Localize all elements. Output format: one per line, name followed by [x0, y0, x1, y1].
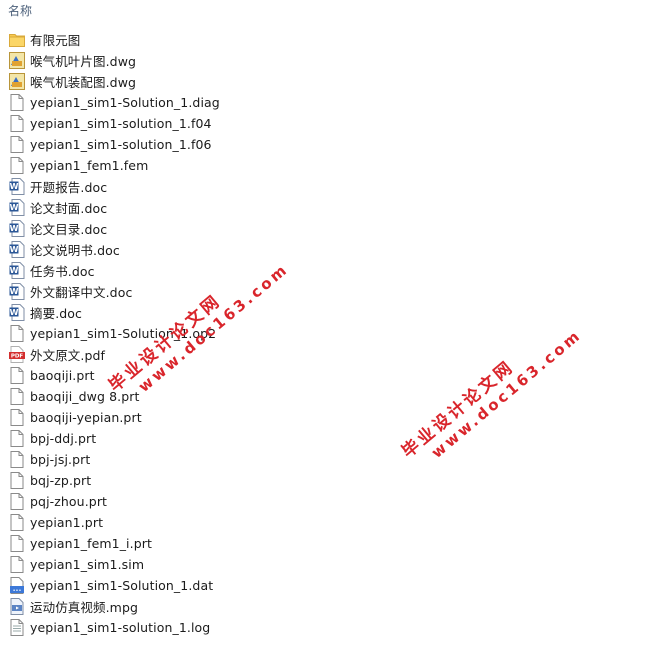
file-name: yepian1_sim1-solution_1.f04 — [30, 116, 212, 131]
folder-icon — [9, 31, 25, 49]
file-row[interactable]: 有限元图 — [8, 29, 428, 50]
svg-text:W: W — [10, 287, 19, 296]
pdf-file-icon: PDF — [9, 346, 25, 364]
blank-file-icon — [9, 157, 25, 175]
file-row[interactable]: yepian1_sim1-Solution_1.diag — [8, 92, 428, 113]
blank-file-icon — [9, 493, 25, 511]
file-name: 喉气机叶片图.dwg — [30, 54, 137, 69]
blank-file-icon — [9, 514, 25, 532]
file-row[interactable]: yepian1_sim1-solution_1.f04 — [8, 113, 428, 134]
word-doc-icon: W — [9, 199, 25, 217]
file-row[interactable]: baoqiji.prt — [8, 365, 428, 386]
file-name: 论文封面.doc — [30, 201, 108, 216]
file-name: yepian1_sim1-Solution_1.diag — [30, 95, 220, 110]
file-row[interactable]: W 摘要.doc — [8, 302, 428, 323]
column-header-name[interactable]: 名称 — [8, 1, 32, 21]
word-doc-icon: W — [9, 304, 25, 322]
svg-text:W: W — [10, 203, 19, 212]
svg-text:W: W — [10, 308, 19, 317]
file-name: bqj-zp.prt — [30, 473, 92, 488]
word-doc-icon: W — [9, 178, 25, 196]
file-row[interactable]: yepian1.prt — [8, 512, 428, 533]
file-name: 喉气机装配图.dwg — [30, 75, 137, 90]
file-row[interactable]: yepian1_sim1-Solution_1.op2 — [8, 323, 428, 344]
blank-file-icon — [9, 535, 25, 553]
file-row[interactable]: W 外文翻译中文.doc — [8, 281, 428, 302]
svg-text:W: W — [10, 182, 19, 191]
file-name: baoqiji_dwg 8.prt — [30, 389, 140, 404]
svg-text:•••: ••• — [13, 588, 22, 594]
file-name: 运动仿真视频.mpg — [30, 600, 139, 615]
file-name: 任务书.doc — [30, 264, 95, 279]
file-row[interactable]: baoqiji-yepian.prt — [8, 407, 428, 428]
svg-text:W: W — [10, 266, 19, 275]
word-doc-icon: W — [9, 220, 25, 238]
file-row[interactable]: bqj-zp.prt — [8, 470, 428, 491]
file-name: yepian1_sim1-solution_1.log — [30, 620, 211, 635]
file-name: yepian1.prt — [30, 515, 104, 530]
file-row[interactable]: 运动仿真视频.mpg — [8, 596, 428, 617]
blank-file-icon — [9, 136, 25, 154]
log-file-icon — [9, 619, 25, 637]
dat-file-icon: ••• — [9, 577, 25, 595]
file-name: 外文原文.pdf — [30, 348, 106, 363]
file-name: 外文翻译中文.doc — [30, 285, 133, 300]
file-row[interactable]: yepian1_sim1.sim — [8, 554, 428, 575]
file-row[interactable]: yepian1_fem1_i.prt — [8, 533, 428, 554]
file-row[interactable]: pqj-zhou.prt — [8, 491, 428, 512]
file-row[interactable]: 喉气机装配图.dwg — [8, 71, 428, 92]
file-name: baoqiji-yepian.prt — [30, 410, 142, 425]
file-name: bpj-ddj.prt — [30, 431, 97, 446]
file-row[interactable]: W 开题报告.doc — [8, 176, 428, 197]
file-name: yepian1_fem1_i.prt — [30, 536, 152, 551]
file-row[interactable]: yepian1_fem1.fem — [8, 155, 428, 176]
file-name: 开题报告.doc — [30, 180, 108, 195]
file-row[interactable]: W 论文说明书.doc — [8, 239, 428, 260]
word-doc-icon: W — [9, 283, 25, 301]
blank-file-icon — [9, 472, 25, 490]
file-name: yepian1_sim1-Solution_1.op2 — [30, 326, 217, 341]
file-name: yepian1_sim1-Solution_1.dat — [30, 578, 214, 593]
blank-file-icon — [9, 388, 25, 406]
file-name: yepian1_sim1.sim — [30, 557, 145, 572]
blank-file-icon — [9, 94, 25, 112]
file-row[interactable]: bpj-jsj.prt — [8, 449, 428, 470]
dwg-file-icon — [9, 73, 25, 91]
file-row[interactable]: ••• yepian1_sim1-Solution_1.dat — [8, 575, 428, 596]
file-name: yepian1_fem1.fem — [30, 158, 149, 173]
file-row[interactable]: W 任务书.doc — [8, 260, 428, 281]
file-name: baoqiji.prt — [30, 368, 95, 383]
svg-text:PDF: PDF — [11, 354, 24, 360]
file-list: 有限元图喉气机叶片图.dwg 喉气机装配图.dwg yepian1_sim1-Sol… — [8, 29, 428, 638]
file-name: pqj-zhou.prt — [30, 494, 108, 509]
video-file-icon — [9, 598, 25, 616]
blank-file-icon — [9, 409, 25, 427]
file-row[interactable]: W 论文目录.doc — [8, 218, 428, 239]
svg-text:W: W — [10, 245, 19, 254]
file-name: 有限元图 — [30, 33, 81, 48]
file-row[interactable]: yepian1_sim1-solution_1.log — [8, 617, 428, 638]
file-name: 论文说明书.doc — [30, 243, 120, 258]
word-doc-icon: W — [9, 241, 25, 259]
blank-file-icon — [9, 115, 25, 133]
file-name: 论文目录.doc — [30, 222, 108, 237]
blank-file-icon — [9, 367, 25, 385]
dwg-file-icon — [9, 52, 25, 70]
file-row[interactable]: baoqiji_dwg 8.prt — [8, 386, 428, 407]
blank-file-icon — [9, 451, 25, 469]
file-name: bpj-jsj.prt — [30, 452, 91, 467]
file-row[interactable]: bpj-ddj.prt — [8, 428, 428, 449]
file-row[interactable]: yepian1_sim1-solution_1.f06 — [8, 134, 428, 155]
blank-file-icon — [9, 556, 25, 574]
blank-file-icon — [9, 325, 25, 343]
file-row[interactable]: W 论文封面.doc — [8, 197, 428, 218]
column-header-label: 名称 — [8, 4, 33, 18]
file-name: 摘要.doc — [30, 306, 83, 321]
file-name: yepian1_sim1-solution_1.f06 — [30, 137, 212, 152]
file-row[interactable]: 喉气机叶片图.dwg — [8, 50, 428, 71]
word-doc-icon: W — [9, 262, 25, 280]
file-row[interactable]: PDF 外文原文.pdf — [8, 344, 428, 365]
svg-text:W: W — [10, 224, 19, 233]
blank-file-icon — [9, 430, 25, 448]
